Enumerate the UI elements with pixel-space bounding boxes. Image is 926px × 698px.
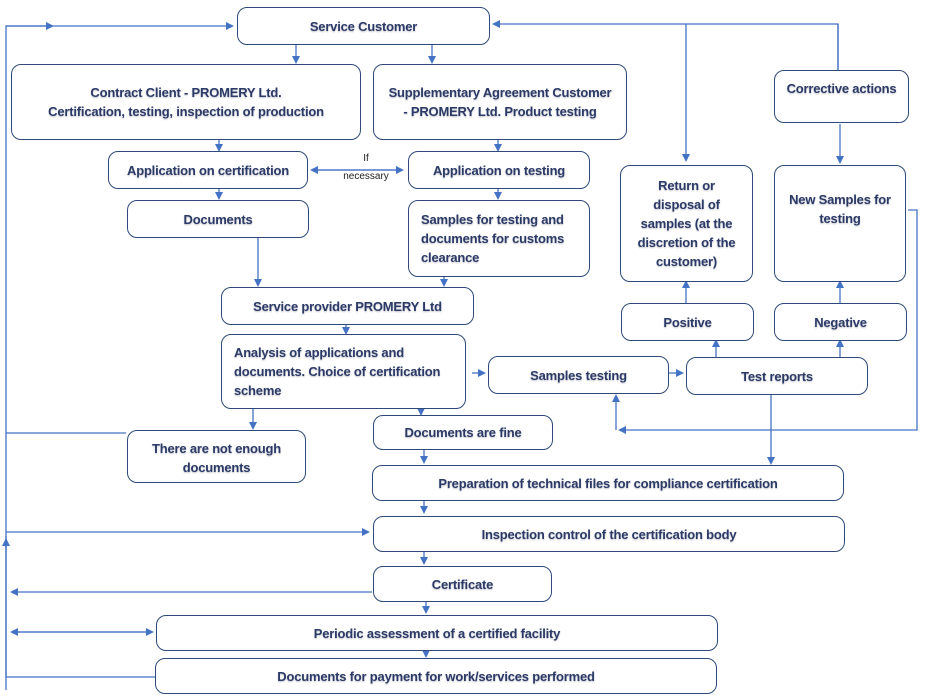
node-application-certification: Application on certification [108,151,308,189]
node-label: Analysis of applications and documents. … [234,345,441,398]
node-label: Periodic assessment of a certified facil… [313,625,561,641]
node-samples-for-testing: Samples for testing and documents for cu… [408,200,590,277]
node-label: Documents for payment for work/services … [277,668,595,684]
edge-label-necessary: necessary [343,171,389,182]
node-label: Preparation of technical files for compl… [438,475,778,491]
node-negative: Negative [774,303,907,341]
node-contract-client: Contract Client - PROMERY Ltd. Certifica… [11,64,361,140]
node-label: Service provider PROMERY Ltd [253,298,442,314]
node-application-testing: Application on testing [408,151,590,189]
node-label: Corrective actions [786,81,897,96]
node-label: Return or disposal of samples (at the di… [637,178,736,269]
node-label: Service Customer [309,18,418,34]
node-supplementary-customer: Supplementary Agreement Customer - PROME… [373,64,627,140]
node-new-samples: New Samples for testing [774,165,906,282]
node-label: Supplementary Agreement Customer - PROME… [388,85,612,119]
node-label: Positive [663,314,712,330]
edge-label-if: If [363,153,369,164]
node-label: Inspection control of the certification … [481,526,737,542]
node-label: Application on testing [432,162,566,178]
node-service-customer: Service Customer [237,7,490,45]
node-label: Contract Client - PROMERY Ltd. Certifica… [48,85,324,119]
node-label: New Samples for testing [789,192,891,226]
node-label: Application on certification [127,162,289,178]
node-documents-fine: Documents are fine [373,415,553,450]
node-label: Certificate [431,576,494,592]
node-label: There are not enough documents [152,441,281,475]
node-inspection-control: Inspection control of the certification … [373,516,845,552]
node-label: Samples testing [530,367,627,383]
node-label: Test reports [741,368,813,384]
node-label: Documents are fine [404,425,522,440]
node-label: Samples for testing and documents for cu… [421,212,565,265]
node-documents: Documents [127,200,309,238]
node-service-provider: Service provider PROMERY Ltd [221,287,474,325]
node-return-disposal: Return or disposal of samples (at the di… [620,165,753,282]
node-samples-testing: Samples testing [488,356,669,394]
node-positive: Positive [621,303,754,341]
node-label: Negative [814,314,867,330]
node-label: Documents [183,211,253,227]
node-test-reports: Test reports [686,357,868,395]
node-not-enough-documents: There are not enough documents [127,430,306,483]
node-analysis: Analysis of applications and documents. … [221,334,466,409]
node-payment-documents: Documents for payment for work/services … [155,658,717,694]
node-corrective-actions: Corrective actions [774,70,909,123]
node-certificate: Certificate [373,566,552,602]
node-preparation-files: Preparation of technical files for compl… [372,465,844,501]
node-periodic-assessment: Periodic assessment of a certified facil… [156,615,718,651]
